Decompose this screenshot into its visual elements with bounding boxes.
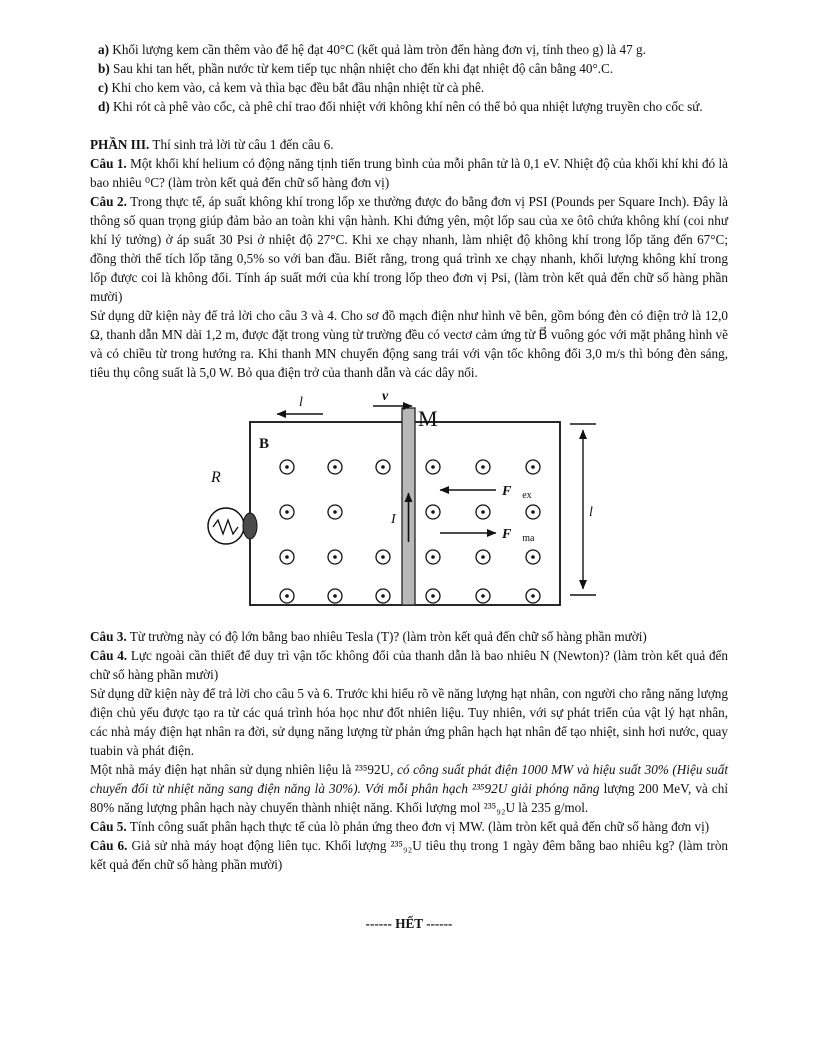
statement-d-label: d) (98, 99, 110, 114)
field-out-dot-center (481, 594, 485, 598)
field-out-dot-center (333, 510, 337, 514)
part3-label: PHẦN III. (90, 137, 150, 152)
question-1-text: Một khối khí helium có động năng tịnh ti… (90, 156, 729, 190)
statement-b-label: b) (98, 61, 110, 76)
question-3-text: Từ trường này có độ lớn bằng bao nhiêu T… (129, 629, 647, 644)
statement-b: b) Sau khi tan hết, phần nước từ kem tiế… (90, 59, 728, 78)
light-bulb-icon (207, 507, 258, 545)
question-4-text: Lực ngoài cần thiết để duy trì vận tốc k… (90, 648, 729, 682)
field-out-dot-center (381, 465, 385, 469)
question-1-label: Câu 1. (90, 156, 127, 171)
field-out-dot-center (431, 555, 435, 559)
question-4-label: Câu 4. (90, 648, 128, 663)
statement-d: d) Khi rót cà phê vào cốc, cà phê chỉ tr… (90, 97, 728, 116)
top-length-label: l (299, 395, 303, 410)
field-out-dot-center (333, 555, 337, 559)
statement-c: c) Khi cho kem vào, cả kem và thìa bạc đ… (90, 78, 728, 97)
part3-heading: PHẦN III. Thí sinh trả lời từ câu 1 đến … (90, 135, 728, 154)
resistor-label: R (210, 469, 221, 486)
field-out-dot-center (285, 594, 289, 598)
field-out-dot-center (531, 510, 535, 514)
statement-a-text: Khối lượng kem cần thêm vào để hệ đạt 40… (112, 42, 646, 57)
external-force-label: F⃗ex (501, 484, 532, 501)
velocity-label: v⃗ (382, 390, 399, 404)
field-out-dot-center (431, 465, 435, 469)
b-field-dots (279, 459, 541, 604)
field-out-dot-center (531, 465, 535, 469)
field-out-dot-center (431, 510, 435, 514)
nuclear-part3: lượng 200 MeV, và chỉ 80% năng lượng phâ… (90, 781, 729, 815)
question-2: Câu 2. Trong thực tế, áp suất không khí … (90, 192, 728, 306)
field-out-dot-center (431, 594, 435, 598)
rod-length-label: l (589, 505, 593, 520)
question-5-text: Tính công suất phân hạch thực tế của lò … (129, 819, 710, 834)
end-marker: ------ HẾT ------ (365, 916, 453, 931)
question-3: Câu 3. Từ trường này có độ lớn bằng bao … (90, 627, 728, 646)
magnetic-force-vec: F⃗ (501, 527, 522, 542)
question-6-text: Giả sử nhà máy hoạt động liên tục. Khối … (90, 838, 729, 872)
external-force-sub: ex (522, 490, 531, 501)
field-out-dot-center (381, 594, 385, 598)
circuit-diagram: v⃗ l M B⃗ R F⃗ex F⃗ma I (207, 390, 596, 606)
field-out-dot-center (481, 465, 485, 469)
external-force-vec: F⃗ (501, 484, 522, 499)
question-5-label: Câu 5. (90, 819, 127, 834)
nuclear-part2: , có công suất phát điện 1000 MW và hiệu… (90, 762, 728, 796)
statement-d-text: Khi rót cà phê vào cốc, cà phê chỉ trao … (113, 99, 703, 114)
field-out-dot-center (481, 510, 485, 514)
field-out-dot-center (333, 465, 337, 469)
question-6-label: Câu 6. (90, 838, 128, 853)
passage-q3-q4-text: Sử dụng dữ kiện này để trả lời cho câu 3… (90, 308, 728, 380)
field-out-dot-center (333, 594, 337, 598)
question-1: Câu 1. Một khối khí helium có động năng … (90, 154, 728, 192)
nuclear-part1: Một nhà máy điện hạt nhân sử dụng nhiên … (90, 762, 391, 777)
passage-q3-q4: Sử dụng dữ kiện này để trả lời cho câu 3… (90, 306, 728, 382)
b-field-label: B⃗ (259, 436, 281, 452)
statement-a: a) Khối lượng kem cần thêm vào để hệ đạt… (90, 40, 728, 59)
question-2-label: Câu 2. (90, 194, 127, 209)
rod-end-m-label: M (418, 406, 438, 431)
circuit-figure: v⃗ l M B⃗ R F⃗ex F⃗ma I (90, 390, 728, 623)
statement-c-label: c) (98, 80, 109, 95)
magnetic-force-label: F⃗ma (501, 527, 535, 544)
field-out-dot-center (481, 555, 485, 559)
question-6: Câu 6. Giả sử nhà máy hoạt động liên tục… (90, 836, 728, 874)
length-measure: l (570, 423, 596, 596)
field-out-dot-center (531, 594, 535, 598)
statement-a-label: a) (98, 42, 109, 57)
field-out-dot-center (285, 555, 289, 559)
passage-q5-q6-text: Sử dụng dữ kiện này để trả lời cho câu 5… (90, 686, 728, 758)
nuclear-paragraph: Một nhà máy điện hạt nhân sử dụng nhiên … (90, 760, 728, 817)
magnetic-force-sub: ma (522, 533, 535, 544)
statement-b-text: Sau khi tan hết, phần nước từ kem tiếp t… (113, 61, 614, 76)
question-3-label: Câu 3. (90, 629, 127, 644)
current-label: I (390, 512, 397, 527)
question-5: Câu 5. Tính công suất phân hạch thực tế … (90, 817, 728, 836)
field-out-dot-center (531, 555, 535, 559)
question-2-text: Trong thực tế, áp suất không khí trong l… (90, 194, 729, 304)
part3-text: Thí sinh trả lời từ câu 1 đến câu 6. (152, 137, 334, 152)
field-out-dot-center (285, 510, 289, 514)
passage-q5-q6: Sử dụng dữ kiện này để trả lời cho câu 5… (90, 684, 728, 760)
field-out-dot-center (285, 465, 289, 469)
question-4: Câu 4. Lực ngoài cần thiết để duy trì vậ… (90, 646, 728, 684)
field-out-dot-center (381, 555, 385, 559)
statement-c-text: Khi cho kem vào, cả kem và thìa bạc đều … (111, 80, 485, 95)
